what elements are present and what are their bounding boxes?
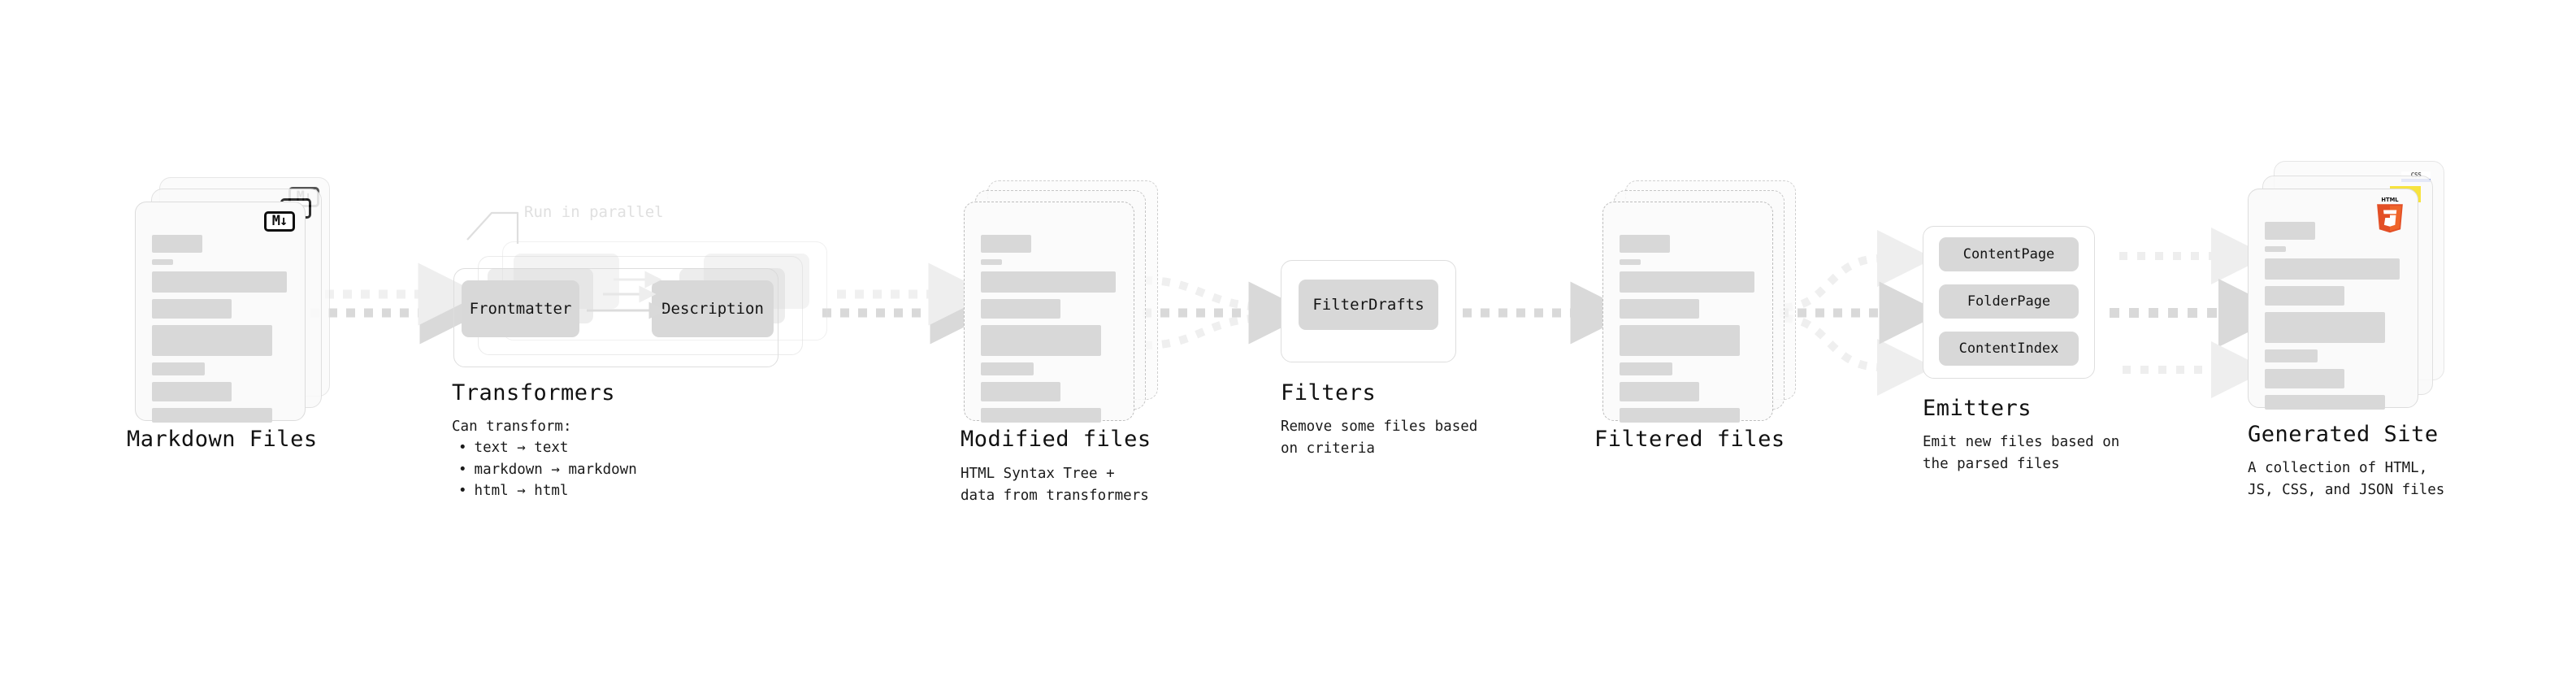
stage-title-filters: Filters [1281, 380, 1377, 406]
modified-files-subtitle: HTML Syntax Tree + data from transformer… [961, 466, 1149, 504]
run-in-parallel-bracket [466, 211, 519, 244]
bullet-item: markdown → markdown [458, 459, 637, 481]
arrow-transformers-to-modified [822, 262, 993, 345]
filtered-card-front [1602, 202, 1773, 423]
run-in-parallel-label: Run in parallel [524, 203, 664, 221]
bullet-item: text → text [458, 437, 637, 459]
markdown-icon: M↓ [264, 211, 295, 232]
chip-filterdrafts[interactable]: FilterDrafts [1299, 280, 1438, 330]
chip-contentpage[interactable]: ContentPage [1939, 237, 2079, 271]
html5-icon: HTML [2377, 197, 2403, 233]
bullet-item: html → html [458, 480, 637, 502]
stage-title-filtered-files: Filtered files [1594, 427, 1785, 452]
stage-title-generated-site: Generated Site [2248, 422, 2439, 447]
emitters-subtitle: Emit new files based on the parsed files [1923, 434, 2120, 472]
markdown-card-front: M↓ [135, 202, 306, 423]
stage-title-emitters: Emitters [1923, 396, 2032, 421]
stage-title-transformers: Transformers [452, 380, 616, 406]
filters-subtitle: Remove some files based on criteria [1281, 419, 1478, 457]
stage-title-modified-files: Modified files [961, 427, 1151, 452]
placeholder-bars [2265, 222, 2401, 416]
stage-title-markdown-files: Markdown Files [127, 427, 318, 452]
transformers-box-front [453, 268, 778, 367]
chip-frontmatter[interactable]: Frontmatter [462, 280, 579, 337]
arrow-emitters-to-site [2110, 228, 2287, 398]
placeholder-bars [152, 235, 288, 429]
chip-contentindex[interactable]: ContentIndex [1939, 332, 2079, 366]
transformers-bullets: text → text markdown → markdown html → h… [452, 437, 637, 502]
site-card-front: HTML [2248, 189, 2418, 410]
chip-description[interactable]: Description [652, 280, 774, 337]
transformers-subtitle: Can transform: [452, 419, 572, 435]
generated-site-subtitle: A collection of HTML, JS, CSS, and JSON … [2248, 460, 2445, 498]
arrow-modified-to-filters [1143, 276, 1312, 349]
svg-text:HTML: HTML [2381, 197, 2399, 203]
modified-card-front [964, 202, 1134, 423]
placeholder-bars [1620, 235, 1756, 429]
placeholder-bars [981, 235, 1117, 429]
chip-folderpage[interactable]: FolderPage [1939, 284, 2079, 319]
